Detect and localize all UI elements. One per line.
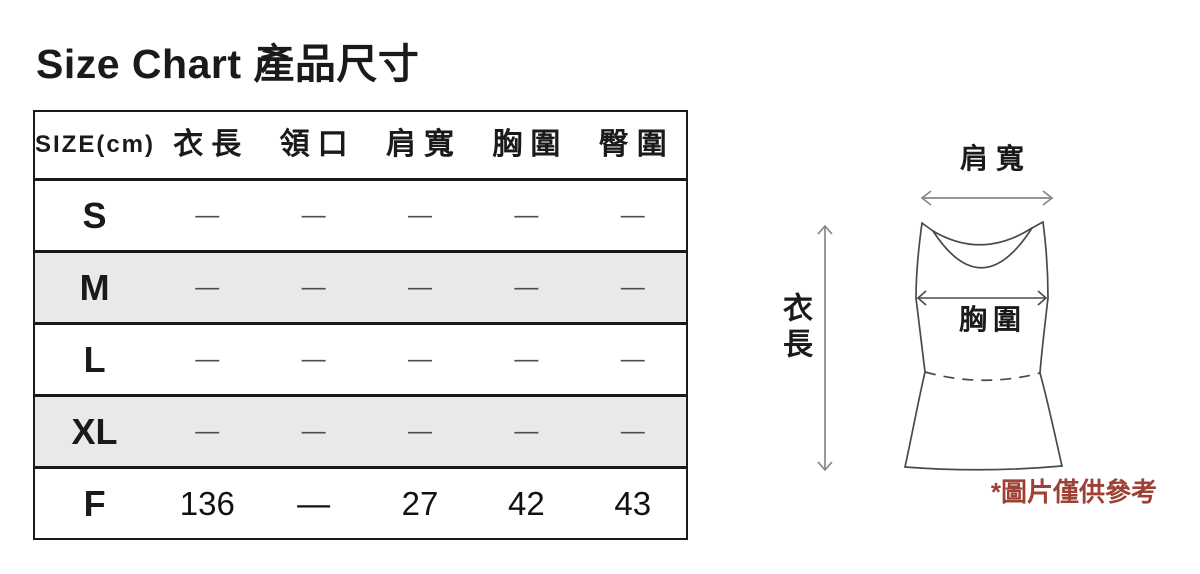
reference-note: *圖片僅供參考	[990, 477, 1157, 507]
table-row: F 136 — 27 42 43	[35, 466, 686, 538]
table-cell: —	[301, 273, 326, 301]
table-cell: 42	[508, 485, 545, 522]
column-header-shoulder: 肩寬	[386, 128, 463, 161]
size-chart-table: SIZE(cm) 衣長 領口 肩寬 胸圍 臀圍 S — — — — — M — …	[33, 110, 688, 540]
table-cell: —	[620, 345, 645, 373]
table-row: L — — — — —	[35, 322, 686, 394]
table-cell: —	[408, 417, 433, 445]
table-cell: —	[514, 345, 539, 373]
shoulder-width-label: 肩寬	[959, 143, 1032, 174]
column-header-size: SIZE(cm)	[35, 131, 156, 158]
table-row: XL — — — — —	[35, 394, 686, 466]
table-cell: —	[514, 201, 539, 229]
table-cell: —	[620, 273, 645, 301]
table-row: S — — — — —	[35, 178, 686, 250]
size-label: S	[82, 194, 107, 236]
chest-width-arrow	[916, 290, 1048, 306]
garment-length-label: 衣長	[778, 292, 811, 364]
table-cell: —	[195, 201, 220, 229]
garment-measurement-diagram: 肩寬 衣長 胸圍 *圖片僅供參考	[770, 140, 1170, 540]
waist-dashed-line	[924, 371, 1041, 382]
table-cell: —	[408, 345, 433, 373]
table-cell: —	[514, 417, 539, 445]
size-label: M	[79, 266, 110, 308]
column-header-garment-length: 衣長	[173, 128, 250, 161]
table-cell: —	[620, 417, 645, 445]
table-cell: —	[195, 273, 220, 301]
column-header-hip: 臀圍	[598, 128, 675, 161]
garment-diagram-svg	[817, 190, 1063, 472]
shoulder-width-arrow	[920, 190, 1054, 206]
table-cell: 27	[401, 485, 439, 522]
table-cell: —	[297, 485, 331, 522]
table-row: M — — — — —	[35, 250, 686, 322]
garment-length-arrow	[817, 224, 833, 472]
size-label: F	[83, 482, 106, 524]
table-cell: —	[408, 201, 433, 229]
chest-width-label: 胸圍	[958, 304, 1027, 335]
table-cell: —	[620, 201, 645, 229]
size-label: L	[83, 338, 106, 380]
table-header-row: SIZE(cm) 衣長 領口 肩寬 胸圍 臀圍	[35, 112, 686, 178]
page-title: Size Chart 產品尺寸	[36, 41, 420, 87]
table-cell: 136	[179, 485, 235, 522]
table-cell: —	[301, 345, 326, 373]
table-cell: —	[301, 417, 326, 445]
table-cell: —	[408, 273, 433, 301]
column-header-chest: 胸圍	[492, 128, 569, 161]
table-cell: —	[514, 273, 539, 301]
table-cell: 43	[614, 485, 652, 522]
garment-outline	[904, 221, 1063, 471]
table-cell: —	[195, 417, 220, 445]
column-header-neckline: 領口	[279, 128, 356, 161]
table-cell: —	[195, 345, 220, 373]
table-cell: —	[301, 201, 326, 229]
size-label: XL	[71, 410, 118, 452]
